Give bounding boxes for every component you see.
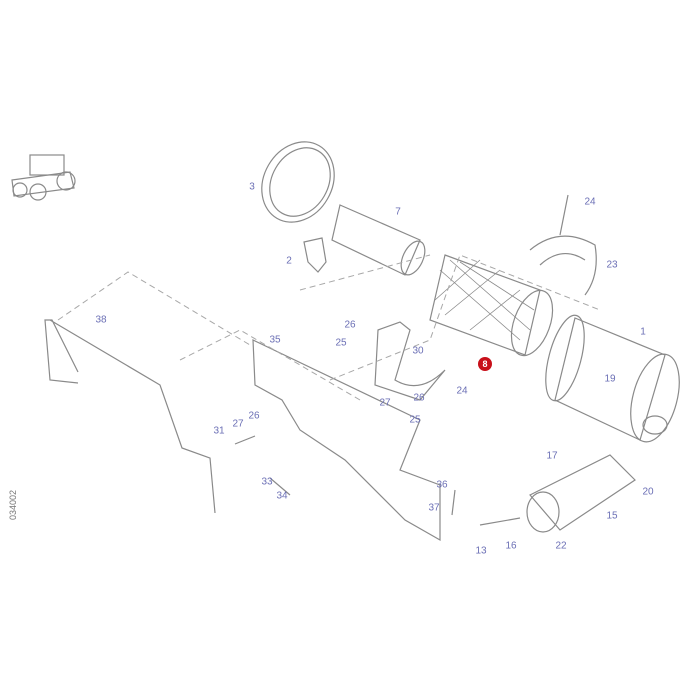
main-filter-part-8 [429, 254, 554, 357]
part-callout-label[interactable]: 7 [395, 206, 401, 218]
highlighted-part-8-marker[interactable]: 8 [478, 357, 492, 371]
part-callout-label[interactable]: 27 [232, 418, 244, 430]
part-callout-label[interactable]: 3 [249, 181, 255, 193]
part-callout-label[interactable]: 38 [95, 314, 107, 326]
part-callout-label[interactable]: 1 [640, 326, 646, 338]
tractor-icon [11, 154, 76, 201]
clamp-ring-part-3 [261, 141, 335, 223]
part-callout-label[interactable]: 13 [475, 545, 487, 557]
part-callout-label[interactable]: 27 [379, 397, 391, 409]
part-callout-label[interactable]: 25 [409, 414, 421, 426]
strap-part-23 [529, 235, 597, 296]
part-callout-label[interactable]: 16 [505, 540, 517, 552]
part-callout-label[interactable]: 20 [642, 486, 654, 498]
part-callout-label[interactable]: 26 [248, 410, 260, 422]
plate-part-35 [252, 339, 441, 542]
part-callout-label[interactable]: 2 [286, 255, 292, 267]
part-callout-label[interactable]: 30 [412, 345, 424, 357]
part-callout-label[interactable]: 36 [436, 479, 448, 491]
reference-code: 034002 [8, 489, 18, 520]
part-callout-label[interactable]: 19 [604, 373, 616, 385]
part-callout-label[interactable]: 15 [606, 510, 618, 522]
part-callout-label[interactable]: 25 [335, 337, 347, 349]
rail-part-38 [44, 319, 216, 514]
housing-part-1 [545, 314, 680, 443]
part-callout-label[interactable]: 22 [555, 540, 567, 552]
inner-filter-part-7 [331, 204, 426, 276]
part-callout-label[interactable]: 26 [413, 392, 425, 404]
part-callout-label[interactable]: 24 [456, 385, 468, 397]
part-callout-label[interactable]: 23 [606, 259, 618, 271]
part-callout-label[interactable]: 24 [584, 196, 596, 208]
part-callout-label[interactable]: 33 [261, 476, 273, 488]
part-callout-label[interactable]: 26 [344, 319, 356, 331]
part-callout-label[interactable]: 17 [546, 450, 558, 462]
bolt-part-24 [559, 194, 569, 236]
part-callout-label[interactable]: 34 [276, 490, 288, 502]
part-callout-label[interactable]: 31 [213, 425, 225, 437]
part-callout-label[interactable]: 35 [269, 334, 281, 346]
hose-part-15 [526, 454, 636, 533]
part-callout-label[interactable]: 37 [428, 502, 440, 514]
bracket-part-30 [374, 321, 446, 401]
valve-part-2 [303, 237, 327, 273]
